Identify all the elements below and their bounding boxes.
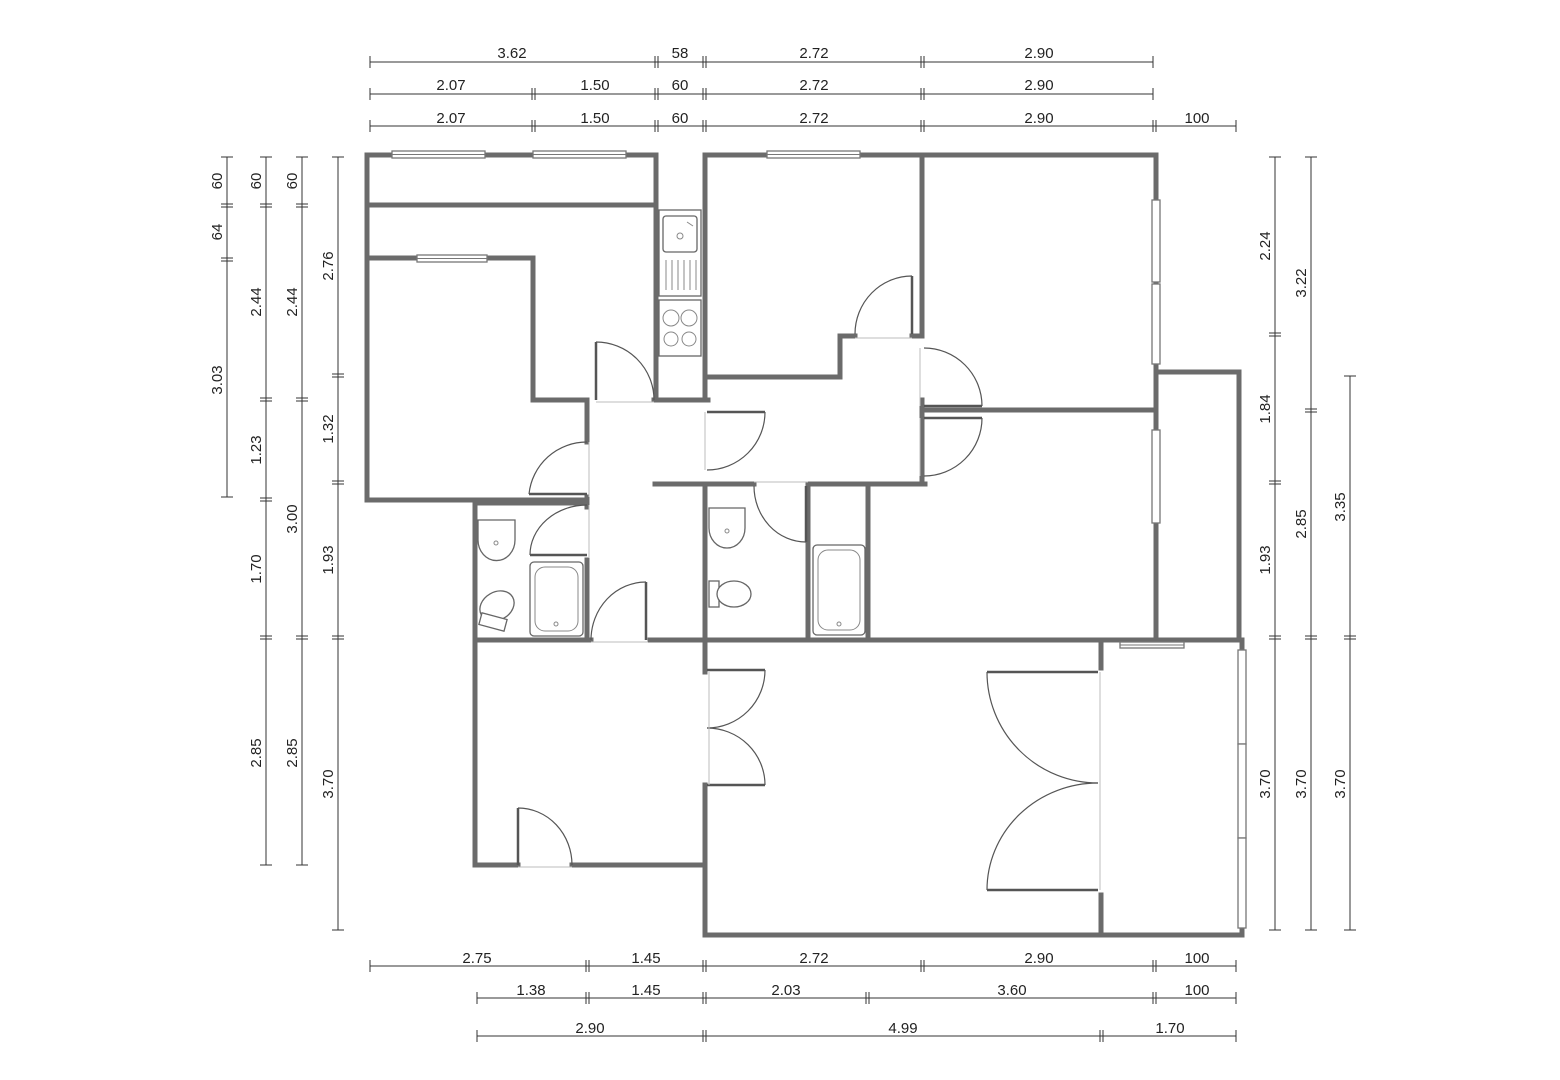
dim-label: 2.90 <box>575 1020 604 1037</box>
window-icon <box>1151 429 1161 524</box>
door-swing-icon <box>704 410 766 471</box>
kitchen-sink-icon <box>658 209 702 297</box>
windows <box>391 150 1247 929</box>
toilet-icon <box>708 580 752 608</box>
door-swing-icon <box>529 504 590 558</box>
cooktop-icon <box>658 299 702 357</box>
dim-label: 1.45 <box>631 982 660 999</box>
door-swing-icon <box>516 807 573 868</box>
dim-label: 1.23 <box>248 435 265 464</box>
dim-label: 3.70 <box>320 769 337 798</box>
dim-label: 3.00 <box>284 504 301 533</box>
dim-label: 60 <box>284 173 301 190</box>
bathtub-icon <box>529 561 584 637</box>
dim-label: 3.62 <box>497 45 526 62</box>
dim-label: 2.90 <box>1024 77 1053 94</box>
bathtub-icon <box>812 544 866 636</box>
dim-label: 2.90 <box>1024 45 1053 62</box>
dim-label: 1.93 <box>1257 545 1274 574</box>
door-swing-icon <box>594 341 655 403</box>
sliding-door-icon <box>1119 641 1185 649</box>
dim-label: 60 <box>672 77 689 94</box>
dim-label: 2.72 <box>799 45 828 62</box>
dim-label: 3.35 <box>1332 492 1349 521</box>
dim-label: 3.70 <box>1293 769 1310 798</box>
window-icon <box>766 150 861 159</box>
dim-label: 4.99 <box>888 1020 917 1037</box>
dim-label: 2.44 <box>248 287 265 316</box>
dim-label: 3.70 <box>1332 769 1349 798</box>
dim-label: 1.38 <box>516 982 545 999</box>
dim-label: 2.90 <box>1024 110 1053 127</box>
dim-label: 2.76 <box>320 251 337 280</box>
dim-label: 1.93 <box>320 545 337 574</box>
dim-label: 2.85 <box>248 738 265 767</box>
dim-label: 1.45 <box>631 950 660 967</box>
dim-label: 3.22 <box>1293 268 1310 297</box>
dim-label: 100 <box>1184 950 1209 967</box>
toilet-icon <box>478 590 515 632</box>
doors <box>516 275 1101 892</box>
dim-label: 60 <box>672 110 689 127</box>
washbasin-icon <box>708 507 746 549</box>
door-swing-icon <box>919 416 983 477</box>
dim-label: 3.03 <box>209 365 226 394</box>
washbasin-icon <box>477 519 516 562</box>
window-icon <box>391 150 486 159</box>
door-swing-icon <box>986 670 1101 892</box>
dim-label: 2.44 <box>284 287 301 316</box>
dimension-lines <box>221 56 1356 1042</box>
dim-label: 2.07 <box>436 77 465 94</box>
dim-label: 2.85 <box>1293 509 1310 538</box>
dim-label: 2.07 <box>436 110 465 127</box>
dimension-labels: 3.62 58 2.72 2.90 2.07 1.50 60 2.72 2.90… <box>209 45 1349 1037</box>
dim-label: 1.50 <box>580 77 609 94</box>
dim-label: 2.72 <box>799 77 828 94</box>
door-swing-icon <box>753 481 808 543</box>
dim-label: 3.60 <box>997 982 1026 999</box>
dim-label: 1.32 <box>320 414 337 443</box>
dim-label: 2.75 <box>462 950 491 967</box>
dim-label: 64 <box>209 224 226 241</box>
dim-label: 2.72 <box>799 110 828 127</box>
fixtures <box>477 209 866 637</box>
door-swing-icon <box>919 347 983 408</box>
door-swing-icon <box>706 668 766 787</box>
dim-label: 2.90 <box>1024 950 1053 967</box>
dim-label: 2.85 <box>284 738 301 767</box>
dim-label: 1.84 <box>1257 394 1274 423</box>
dim-label: 2.03 <box>771 982 800 999</box>
dim-label: 60 <box>209 173 226 190</box>
dim-label: 60 <box>248 173 265 190</box>
walls <box>364 152 1245 938</box>
dim-label: 2.72 <box>799 950 828 967</box>
window-icon <box>416 254 488 263</box>
dim-label: 1.50 <box>580 110 609 127</box>
door-swing-icon <box>854 275 914 339</box>
dim-label: 3.70 <box>1257 769 1274 798</box>
dim-label: 58 <box>672 45 689 62</box>
window-icon <box>1151 199 1161 365</box>
dim-label: 100 <box>1184 110 1209 127</box>
window-icon <box>532 150 627 159</box>
dim-label: 1.70 <box>248 554 265 583</box>
dim-label: 1.70 <box>1155 1020 1184 1037</box>
door-swing-icon <box>528 441 590 497</box>
window-icon <box>1237 649 1247 929</box>
dim-label: 2.24 <box>1257 231 1274 260</box>
dim-label: 100 <box>1184 982 1209 999</box>
door-swing-icon <box>590 581 648 643</box>
